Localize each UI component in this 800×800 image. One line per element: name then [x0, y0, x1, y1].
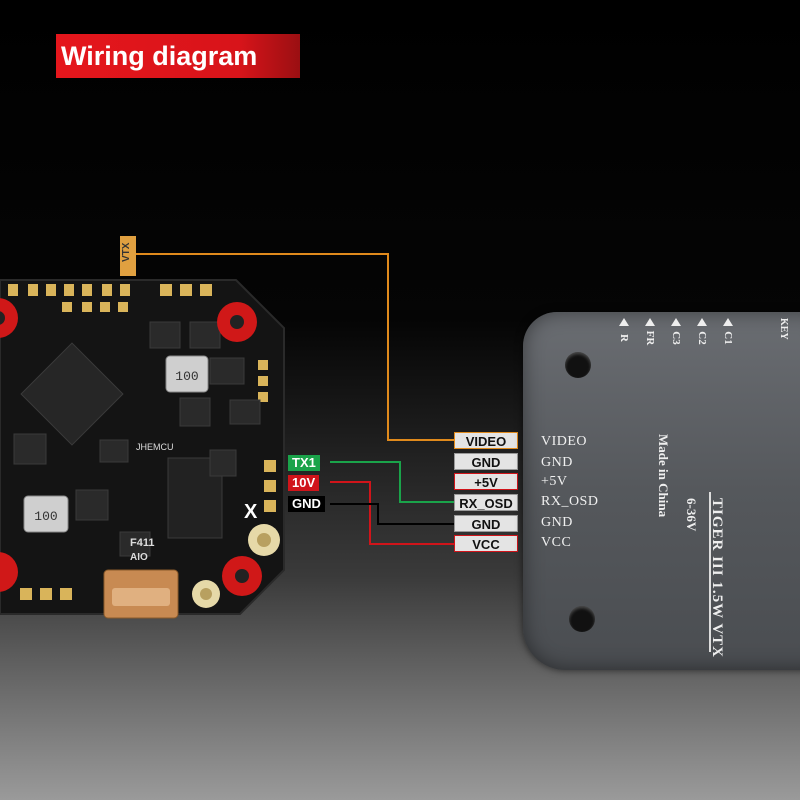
button-r: R	[615, 318, 633, 344]
triangle-marker-icon	[723, 318, 733, 326]
connector-pin-vcc: VCC	[454, 535, 518, 552]
inductor-label-1: 100	[175, 369, 198, 384]
button-c2: C2	[693, 318, 711, 345]
vtx-voltage-text: 6-36V	[684, 498, 699, 532]
inductor-label-2: 100	[34, 509, 57, 524]
vtx-pin-label-vcc: VCC	[541, 535, 572, 550]
flight-controller-board: 100 100 JHEMCU F411 AIO X	[0, 279, 285, 619]
mount-hole-bottom	[569, 606, 595, 632]
button-fr: FR	[641, 318, 659, 345]
vtx-pin-label-video: VIDEO	[541, 434, 588, 449]
power-wire	[330, 481, 454, 545]
connector-pin-5v: +5V	[454, 473, 518, 490]
vtx-divider-line	[709, 492, 711, 652]
video-wire	[136, 253, 454, 441]
fc-pad-10v: 10V	[288, 475, 320, 491]
triangle-marker-icon	[671, 318, 681, 326]
key-label: KEY	[778, 318, 789, 340]
x-silk: X	[244, 501, 258, 523]
fc-pad-tx1: TX1	[288, 455, 320, 471]
triangle-marker-icon	[619, 318, 629, 326]
connector-pin-video: VIDEO	[454, 432, 518, 449]
triangle-marker-icon	[697, 318, 707, 326]
vtx-pin-label-gnd-1: GND	[541, 455, 573, 470]
vtx-pin-label-5v: +5V	[541, 474, 568, 489]
button-c1: C1	[719, 318, 737, 345]
brand-silk: JHEMCU	[136, 442, 174, 452]
vtx-button-row: R FR C3 C2 C1	[615, 318, 737, 345]
vtx-pad-tag: VTX	[120, 236, 136, 276]
fc-pad-gnd: GND	[288, 496, 325, 512]
tx-wire	[330, 461, 454, 503]
vtx-origin-text: Made in China	[656, 434, 671, 518]
aio-silk: AIO	[130, 552, 148, 563]
connector-pin-gnd-2: GND	[454, 515, 518, 532]
vtx-pin-label-rx-osd: RX_OSD	[541, 494, 599, 509]
connector-pin-gnd-1: GND	[454, 453, 518, 470]
triangle-marker-icon	[645, 318, 655, 326]
model-silk: F411	[130, 537, 154, 549]
mount-hole-top	[565, 352, 591, 378]
diagram-title: Wiring diagram	[56, 34, 300, 78]
button-c3: C3	[667, 318, 685, 345]
vtx-module: R FR C3 C2 C1 KEY VIDEO GND +5V RX_OSD G…	[523, 312, 800, 670]
gnd-wire	[330, 503, 454, 525]
vtx-pin-label-gnd-2: GND	[541, 515, 573, 530]
connector-pin-rx-osd: RX_OSD	[454, 494, 518, 511]
